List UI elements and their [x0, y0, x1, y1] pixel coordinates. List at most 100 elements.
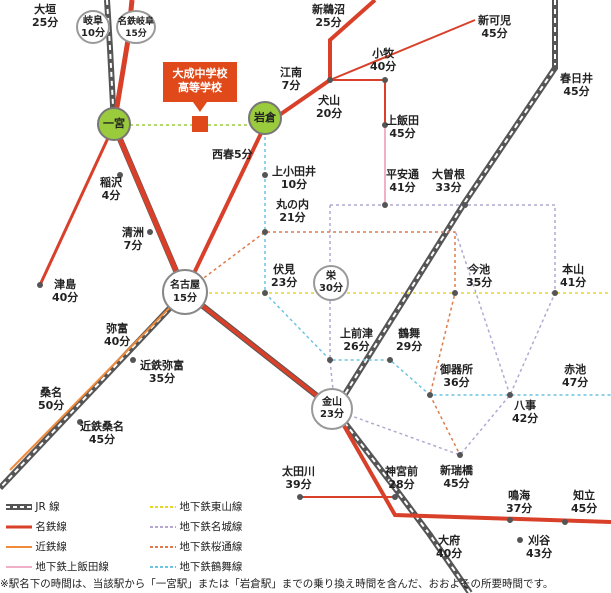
legend-tsurumai: 地下鉄鶴舞線	[150, 560, 242, 574]
station-kasugai-time: 45分	[563, 85, 590, 98]
station-tsurumai-time: 29分	[396, 340, 423, 353]
meitetsu-lines	[38, 0, 611, 524]
station-gifu-name: 岐阜	[83, 16, 103, 27]
station-shin-unuma-time: 25分	[315, 16, 342, 29]
legend-kamiiida: 地下鉄上飯田線	[6, 560, 109, 574]
station-inazawa-time: 4分	[101, 189, 121, 202]
legend-higashiyama-icon	[150, 506, 176, 508]
station-inazawa-name: 稲沢	[100, 176, 122, 189]
station-kami-otai-time: 10分	[280, 178, 308, 191]
station-akaike-name: 赤池	[564, 363, 587, 376]
station-narumi-time: 37分	[506, 502, 533, 515]
legend-meijo-icon	[150, 526, 176, 528]
station-shin-unuma-name: 新鵜沼	[312, 3, 345, 16]
station-shin-mizuho-name: 新瑞橋	[440, 464, 473, 477]
station-meitetsu-gifu-name: 名鉄岐阜	[118, 17, 155, 27]
station-imaike-name: 今池	[468, 263, 491, 276]
station-sakae: 栄 30分	[313, 265, 349, 301]
station-heiando-time: 41分	[389, 181, 416, 194]
station-iwakura-name: 岩倉	[254, 111, 276, 124]
station-kami-otai-name: 上小田井	[272, 165, 316, 178]
legend-meitetsu: 名鉄線	[6, 520, 67, 534]
station-fushimi-time: 23分	[271, 276, 298, 289]
legend-sakuradori: 地下鉄桜通線	[150, 540, 242, 554]
station-kariya-time: 43分	[526, 547, 553, 560]
station-kuwana-time: 50分	[38, 399, 65, 412]
station-ozone-time: 33分	[435, 181, 462, 194]
legend-kintetsu-icon	[6, 546, 32, 548]
station-inuyama-name: 犬山	[318, 94, 341, 107]
legend-meitetsu-label: 名鉄線	[35, 521, 67, 533]
station-iwakura: 岩倉	[248, 101, 282, 135]
station-gifu-time: 10分	[81, 28, 105, 39]
school-location-marker	[192, 116, 208, 132]
station-jingumae-name: 神宮前	[385, 465, 418, 478]
station-fushimi-name: 伏見	[273, 263, 296, 276]
station-akaike-time: 47分	[562, 376, 589, 389]
station-ichinomiya-name: 一宮	[103, 117, 125, 130]
legend-meijo-label: 地下鉄名城線	[179, 521, 243, 533]
legend-jr-icon	[6, 504, 32, 510]
station-marunouchi-name: 丸の内	[276, 198, 309, 211]
station-kanayama-time: 23分	[320, 409, 344, 420]
station-inuyama-time: 20分	[316, 107, 343, 120]
station-shin-kani-time: 45分	[481, 27, 508, 40]
station-motoyama-time: 41分	[560, 276, 587, 289]
station-dots	[37, 65, 568, 543]
school-name-line2: 高等学校	[178, 81, 222, 94]
station-kiyosu-name: 清洲	[122, 226, 144, 239]
station-kuwana-name: 桑名	[40, 386, 63, 399]
legend-kintetsu: 近鉄線	[6, 540, 67, 554]
station-yagoto-name: 八事	[514, 399, 537, 412]
station-ogaki-name: 大垣	[34, 3, 57, 16]
station-meitetsu-gifu-time: 15分	[125, 29, 147, 39]
station-kintetsu-yatomi-time: 35分	[148, 372, 176, 385]
station-jingumae-time: 28分	[388, 478, 415, 491]
station-konan-time: 7分	[281, 79, 301, 92]
station-nagoya-time: 15分	[173, 293, 197, 304]
legend-higashiyama-label: 地下鉄東山線	[179, 501, 243, 513]
station-tsurumai-name: 鶴舞	[398, 327, 421, 340]
station-nagoya: 名古屋 15分	[162, 269, 208, 315]
station-komaki-time: 40分	[370, 60, 397, 73]
station-tsushima-time: 40分	[52, 291, 79, 304]
school-label: 大成中学校 高等学校	[163, 62, 237, 102]
station-sakae-time: 30分	[319, 283, 343, 294]
station-obu-name: 大府	[438, 534, 461, 547]
station-kintetsu-kuwana-time: 45分	[88, 433, 116, 446]
legend-higashiyama: 地下鉄東山線	[150, 500, 242, 514]
station-shin-mizuho-time: 45分	[443, 477, 470, 490]
station-kamimaezu-time: 26分	[343, 340, 370, 353]
station-kami-iida-name: 上飯田	[386, 114, 419, 127]
station-ogaki-time: 25分	[32, 16, 59, 29]
legend-meijo: 地下鉄名城線	[150, 520, 242, 534]
station-narumi-name: 鳴海	[508, 489, 531, 502]
station-nagoya-name: 名古屋	[170, 280, 200, 291]
station-gifu: 岐阜 10分	[76, 10, 110, 44]
legend-kamiiida-label: 地下鉄上飯田線	[35, 561, 109, 573]
